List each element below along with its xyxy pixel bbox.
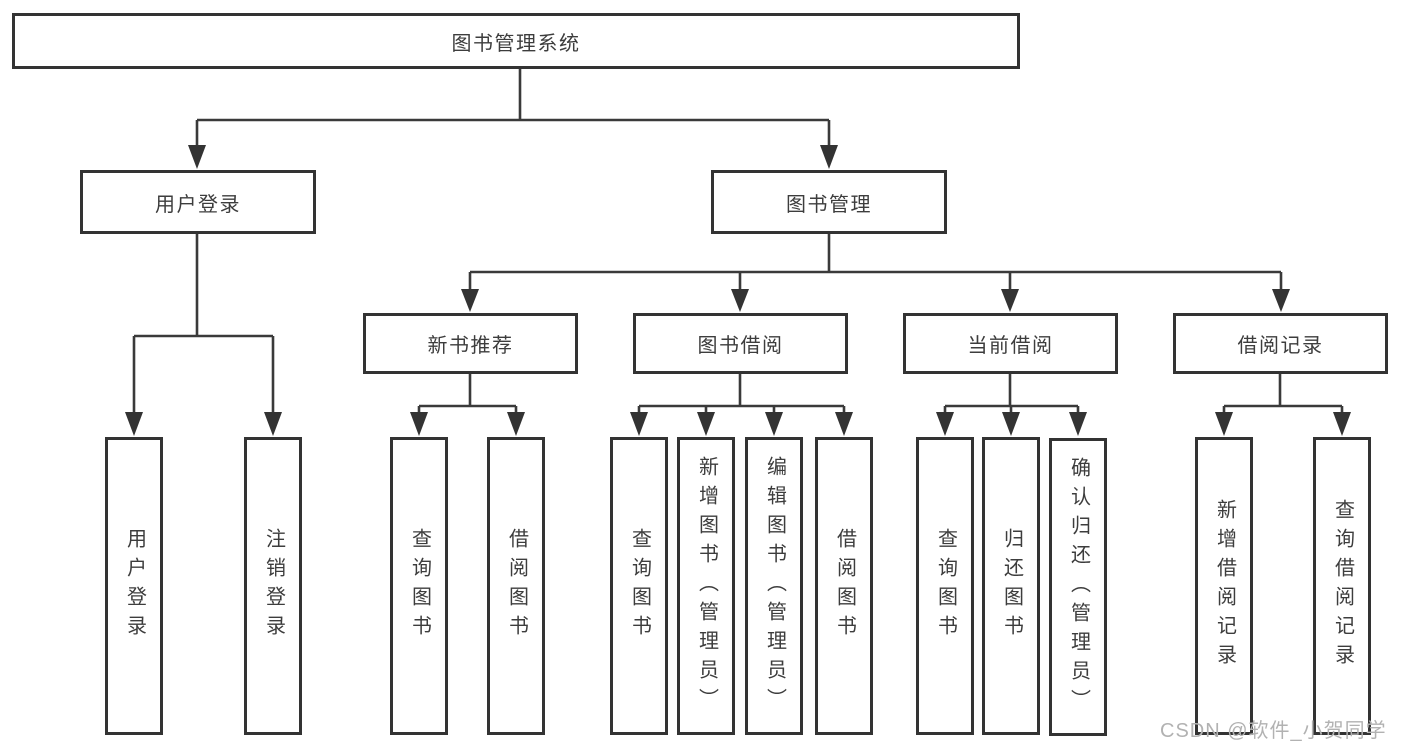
connector-path [132,234,275,414]
leaf-current-return-books: 归还图书 [982,437,1040,735]
connector-path [468,234,1283,291]
arrowhead [765,412,783,436]
leaf-borrow-borrow-books-label: 借阅图书 [833,528,856,644]
csdn-watermark: CSDN @软件_小贺同学 [1160,720,1387,742]
leaf-logout-label: 注销登录 [262,528,285,644]
arrowhead [731,289,749,312]
node-current-borrow-label: 当前借阅 [967,335,1054,357]
leaf-records-query-record-label: 查询借阅记录 [1331,499,1354,673]
connector-path [943,374,1080,415]
connector-path [417,374,518,415]
leaf-records-add-record: 新增借阅记录 [1195,437,1253,735]
node-root-label: 图书管理系统 [451,32,581,55]
leaf-records-add-record-label: 新增借阅记录 [1213,499,1236,673]
arrowhead [188,145,206,169]
leaf-newrec-query-books: 查询图书 [390,437,448,735]
leaf-current-query-books: 查询图书 [916,437,974,735]
arrowhead [507,412,525,436]
arrowhead [1215,412,1233,436]
node-book-borrow-label: 图书借阅 [697,335,784,357]
leaf-newrec-borrow-books: 借阅图书 [487,437,545,735]
arrowhead [1069,412,1087,436]
node-user-login-label: 用户登录 [155,193,241,216]
leaf-newrec-borrow-books-label: 借阅图书 [505,528,528,644]
arrowhead [936,412,954,436]
arrowhead [820,145,838,169]
node-borrow-records: 借阅记录 [1173,313,1388,374]
arrowhead [1002,412,1020,436]
leaf-borrow-query-books: 查询图书 [610,437,668,735]
node-user-login: 用户登录 [80,170,316,234]
leaf-current-confirm-return-admin-label: 确认归还（管理员） [1067,456,1090,718]
arrowhead [835,412,853,436]
leaf-borrow-edit-books-admin: 编辑图书（管理员） [745,437,803,735]
leaf-current-return-books-label: 归还图书 [1000,528,1023,644]
node-new-book-recommend: 新书推荐 [363,313,578,374]
node-book-management-label: 图书管理 [786,193,872,216]
leaf-user-login: 用户登录 [105,437,163,735]
leaf-borrow-query-books-label: 查询图书 [628,528,651,644]
arrowhead [264,412,282,436]
node-root: 图书管理系统 [12,13,1020,69]
arrowhead [630,412,648,436]
leaf-user-login-label: 用户登录 [123,528,146,644]
node-new-book-recommend-label: 新书推荐 [427,335,514,357]
leaf-borrow-edit-books-admin-label: 编辑图书（管理员） [763,455,786,717]
leaf-current-confirm-return-admin: 确认归还（管理员） [1049,438,1107,736]
arrowhead [1001,289,1019,312]
leaf-borrow-add-books-admin-label: 新增图书（管理员） [695,455,718,717]
connector-path [1222,374,1344,415]
leaf-newrec-query-books-label: 查询图书 [408,528,431,644]
node-current-borrow: 当前借阅 [903,313,1118,374]
connector-path [637,374,846,415]
connector-path [195,69,831,148]
leaf-logout: 注销登录 [244,437,302,735]
arrowhead [1333,412,1351,436]
leaf-borrow-add-books-admin: 新增图书（管理员） [677,437,735,735]
arrowhead [410,412,428,436]
arrowhead [461,289,479,312]
arrowhead [125,412,143,436]
arrowhead [1272,289,1290,312]
leaf-borrow-borrow-books: 借阅图书 [815,437,873,735]
leaf-current-query-books-label: 查询图书 [934,528,957,644]
leaf-records-query-record: 查询借阅记录 [1313,437,1371,735]
node-book-borrow: 图书借阅 [633,313,848,374]
arrowhead [697,412,715,436]
node-borrow-records-label: 借阅记录 [1237,335,1324,357]
node-book-management: 图书管理 [711,170,947,234]
